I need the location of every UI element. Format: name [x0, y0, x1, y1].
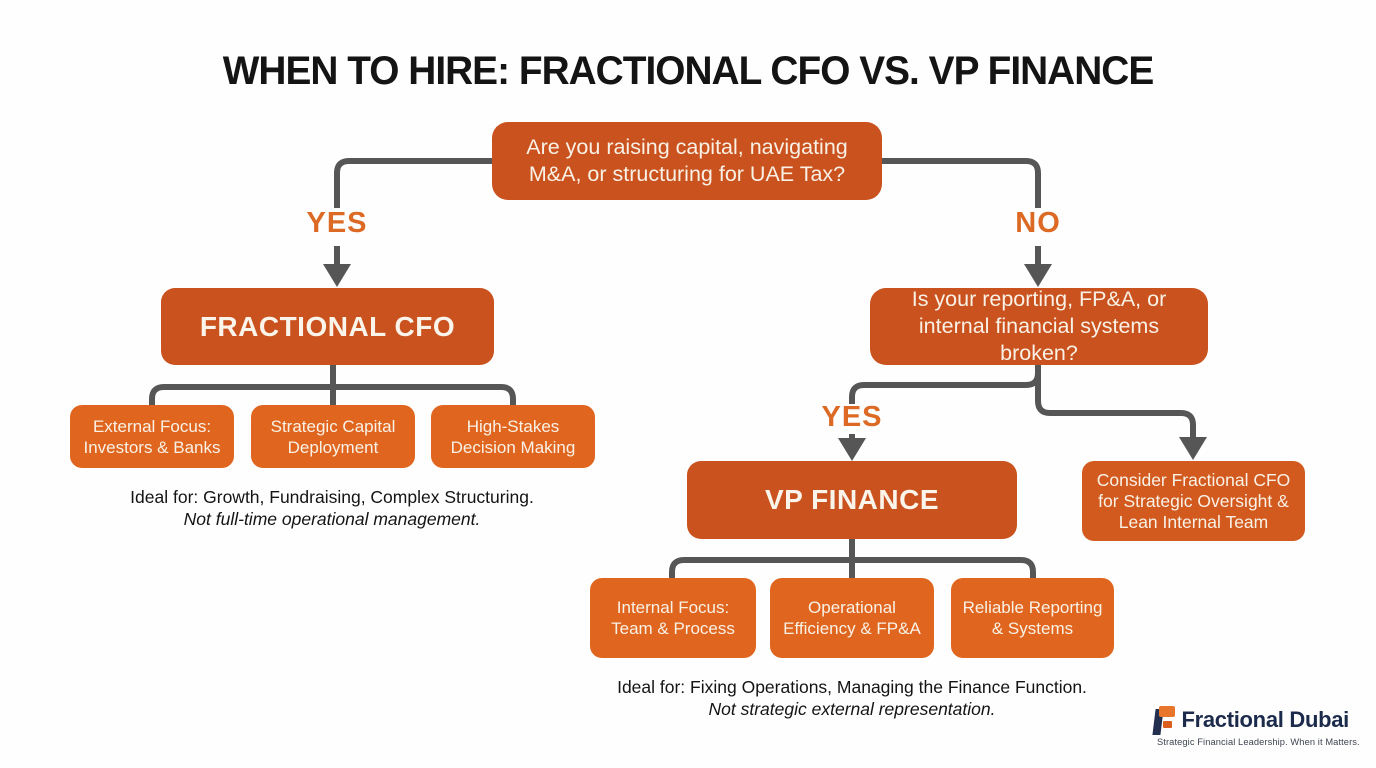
fractional-dubai-f-icon: [1152, 704, 1176, 735]
alternative-box: Consider Fractional CFO for Strategic Ov…: [1082, 461, 1305, 541]
root-question-box: Are you raising capital, navigating M&A,…: [492, 122, 882, 200]
page-title: WHEN TO HIRE: FRACTIONAL CFO VS. VP FINA…: [222, 48, 1154, 93]
connector-q2-alt: [1035, 365, 1196, 440]
arrowhead-yes2: [838, 438, 866, 461]
branch-label-yes: YES: [306, 207, 368, 239]
fractional-cfo-node: FRACTIONAL CFO: [161, 288, 494, 365]
cfo-not-for: Not full-time operational management.: [183, 509, 481, 529]
connector-vp-split: [669, 539, 1036, 578]
vp-ideal-for: Ideal for: Fixing Operations, Managing t…: [617, 677, 1087, 697]
cfo-caption: Ideal for: Growth, Fundraising, Complex …: [112, 485, 552, 529]
arrowhead-no: [1024, 264, 1052, 287]
cfo-benefit-decision-making: High-Stakes Decision Making: [431, 405, 595, 468]
brand-logo: Fractional Dubai Strategic Financial Lea…: [1152, 704, 1360, 747]
arrowhead-alternative: [1179, 437, 1207, 460]
cfo-benefit-capital-deployment: Strategic Capital Deployment: [251, 405, 415, 468]
vp-benefit-operational-efficiency: Operational Efficiency & FP&A: [770, 578, 934, 658]
connector-q2-yes: [849, 365, 1041, 404]
vp-finance-node: VP FINANCE: [687, 461, 1017, 539]
connector-cfo-split: [149, 365, 516, 405]
vp-caption: Ideal for: Fixing Operations, Managing t…: [602, 675, 1102, 719]
branch-label-no: NO: [1015, 207, 1061, 239]
vp-not-for: Not strategic external representation.: [708, 699, 996, 719]
brand-name: Fractional Dubai: [1181, 706, 1349, 732]
second-question-box: Is your reporting, FP&A, or internal fin…: [870, 287, 1208, 365]
arrowhead-yes: [323, 264, 351, 287]
brand-tagline: Strategic Financial Leadership. When it …: [1157, 737, 1360, 747]
branch-label-yes2: YES: [821, 401, 883, 433]
vp-benefit-internal-focus: Internal Focus: Team & Process: [590, 578, 756, 658]
vp-benefit-reliable-reporting: Reliable Reporting & Systems: [951, 578, 1114, 658]
cfo-benefit-external-focus: External Focus: Investors & Banks: [70, 405, 234, 468]
cfo-ideal-for: Ideal for: Growth, Fundraising, Complex …: [130, 487, 534, 507]
